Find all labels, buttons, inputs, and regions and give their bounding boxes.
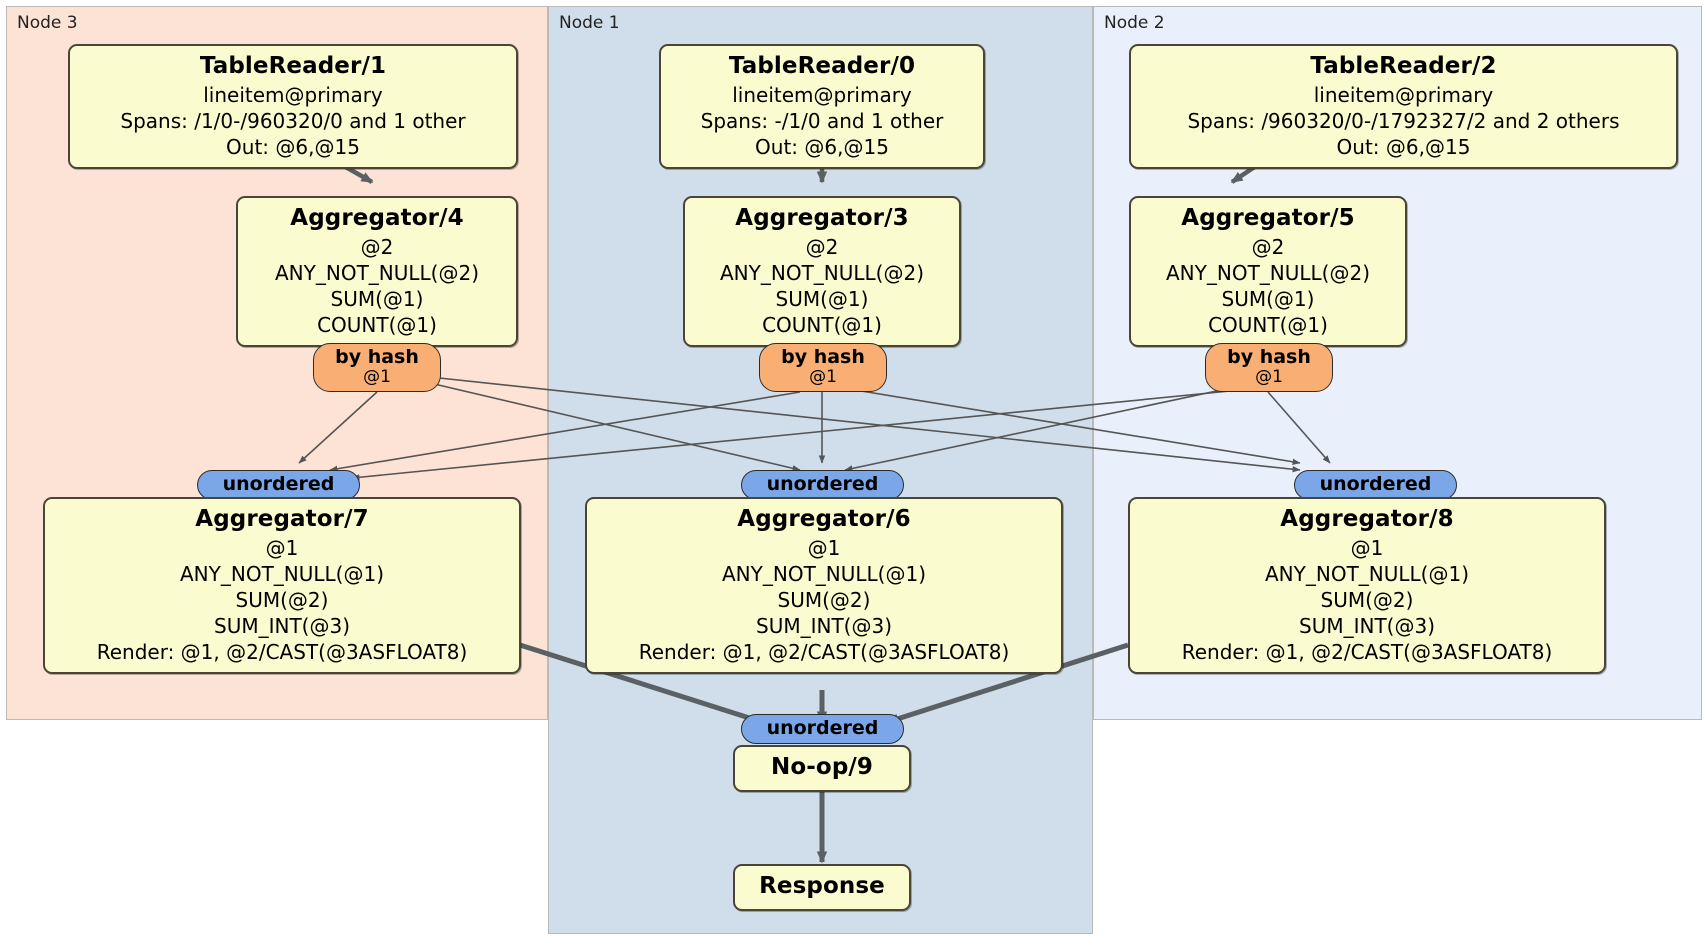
router-by-hash-aggregator-5[interactable]: by hash @1 bbox=[1205, 343, 1333, 393]
processor-line: Spans: /960320/0-/1792327/2 and 2 others bbox=[1187, 108, 1620, 133]
processor-line: Render: @1, @2/CAST(@3ASFLOAT8) bbox=[638, 639, 1010, 664]
router-sublabel: @1 bbox=[809, 367, 837, 388]
processor-title: Aggregator/6 bbox=[737, 506, 911, 532]
processor-line: Out: @6,@15 bbox=[755, 134, 889, 159]
node-panel-label-node3: Node 3 bbox=[17, 13, 78, 33]
router-label: by hash bbox=[335, 346, 419, 368]
processor-line: COUNT(@1) bbox=[317, 312, 437, 337]
processor-line: @1 bbox=[1350, 535, 1384, 560]
synchronizer-unordered-aggregator-8[interactable]: unordered bbox=[1294, 470, 1457, 501]
processor-line: SUM(@1) bbox=[330, 286, 424, 311]
processor-line: @2 bbox=[805, 234, 839, 259]
synchronizer-label: unordered bbox=[766, 717, 879, 739]
processor-line: Spans: -/1/0 and 1 other bbox=[700, 108, 944, 133]
processor-line: SUM(@2) bbox=[777, 587, 871, 612]
router-label: by hash bbox=[1227, 346, 1311, 368]
processor-aggregator-7[interactable]: Aggregator/7 @1 ANY_NOT_NULL(@1) SUM(@2)… bbox=[43, 497, 521, 674]
processor-line: Out: @6,@15 bbox=[1336, 134, 1471, 159]
synchronizer-unordered-aggregator-6[interactable]: unordered bbox=[741, 470, 904, 501]
processor-aggregator-6[interactable]: Aggregator/6 @1 ANY_NOT_NULL(@1) SUM(@2)… bbox=[585, 497, 1063, 674]
synchronizer-label: unordered bbox=[1319, 473, 1432, 495]
processor-aggregator-3[interactable]: Aggregator/3 @2 ANY_NOT_NULL(@2) SUM(@1)… bbox=[683, 196, 961, 347]
synchronizer-unordered-aggregator-7[interactable]: unordered bbox=[197, 470, 360, 501]
processor-line: SUM(@1) bbox=[1221, 286, 1315, 311]
processor-tablereader-0[interactable]: TableReader/0 lineitem@primary Spans: -/… bbox=[659, 44, 985, 169]
processor-line: SUM(@1) bbox=[775, 286, 869, 311]
processor-tablereader-2[interactable]: TableReader/2 lineitem@primary Spans: /9… bbox=[1129, 44, 1678, 169]
processor-line: ANY_NOT_NULL(@1) bbox=[180, 561, 384, 586]
processor-title: Aggregator/7 bbox=[195, 506, 369, 532]
router-by-hash-aggregator-4[interactable]: by hash @1 bbox=[313, 343, 441, 393]
processor-line: ANY_NOT_NULL(@2) bbox=[1166, 260, 1370, 285]
processor-line: @1 bbox=[265, 535, 299, 560]
processor-title: TableReader/1 bbox=[199, 53, 387, 79]
router-sublabel: @1 bbox=[1255, 367, 1283, 388]
processor-line: ANY_NOT_NULL(@2) bbox=[720, 260, 924, 285]
processor-line: Render: @1, @2/CAST(@3ASFLOAT8) bbox=[1181, 639, 1553, 664]
processor-title: No-op/9 bbox=[771, 754, 873, 780]
processor-line: SUM(@2) bbox=[1320, 587, 1414, 612]
processor-line: lineitem@primary bbox=[1313, 82, 1494, 107]
processor-noop-9[interactable]: No-op/9 bbox=[733, 745, 911, 792]
synchronizer-unordered-noop-9[interactable]: unordered bbox=[741, 714, 904, 745]
processor-line: SUM(@2) bbox=[235, 587, 329, 612]
processor-title: TableReader/0 bbox=[728, 53, 916, 79]
processor-line: lineitem@primary bbox=[203, 82, 383, 107]
router-label: by hash bbox=[781, 346, 865, 368]
processor-line: COUNT(@1) bbox=[762, 312, 882, 337]
processor-tablereader-1[interactable]: TableReader/1 lineitem@primary Spans: /1… bbox=[68, 44, 518, 169]
processor-line: SUM_INT(@3) bbox=[756, 613, 892, 638]
processor-line: ANY_NOT_NULL(@1) bbox=[1265, 561, 1469, 586]
processor-line: ANY_NOT_NULL(@1) bbox=[722, 561, 926, 586]
processor-aggregator-4[interactable]: Aggregator/4 @2 ANY_NOT_NULL(@2) SUM(@1)… bbox=[236, 196, 518, 347]
synchronizer-label: unordered bbox=[222, 473, 335, 495]
node-panel-label-node1: Node 1 bbox=[559, 13, 620, 33]
processor-title: Response bbox=[759, 873, 885, 899]
processor-line: COUNT(@1) bbox=[1208, 312, 1328, 337]
processor-line: Render: @1, @2/CAST(@3ASFLOAT8) bbox=[96, 639, 468, 664]
processor-aggregator-8[interactable]: Aggregator/8 @1 ANY_NOT_NULL(@1) SUM(@2)… bbox=[1128, 497, 1606, 674]
processor-response[interactable]: Response bbox=[733, 864, 911, 911]
synchronizer-label: unordered bbox=[766, 473, 879, 495]
processor-aggregator-5[interactable]: Aggregator/5 @2 ANY_NOT_NULL(@2) SUM(@1)… bbox=[1129, 196, 1407, 347]
processor-line: SUM_INT(@3) bbox=[1299, 613, 1435, 638]
node-panel-label-node2: Node 2 bbox=[1104, 13, 1165, 33]
processor-title: Aggregator/4 bbox=[290, 205, 464, 231]
router-sublabel: @1 bbox=[363, 367, 391, 388]
processor-line: Spans: /1/0-/960320/0 and 1 other bbox=[120, 108, 466, 133]
processor-line: @2 bbox=[360, 234, 394, 259]
processor-line: lineitem@primary bbox=[732, 82, 912, 107]
processor-line: SUM_INT(@3) bbox=[214, 613, 350, 638]
processor-line: @2 bbox=[1251, 234, 1285, 259]
processor-title: Aggregator/3 bbox=[735, 205, 909, 231]
processor-title: Aggregator/8 bbox=[1280, 506, 1454, 532]
processor-title: TableReader/2 bbox=[1310, 53, 1497, 79]
processor-title: Aggregator/5 bbox=[1181, 205, 1355, 231]
processor-line: @1 bbox=[807, 535, 841, 560]
processor-line: ANY_NOT_NULL(@2) bbox=[275, 260, 479, 285]
processor-line: Out: @6,@15 bbox=[226, 134, 360, 159]
router-by-hash-aggregator-3[interactable]: by hash @1 bbox=[759, 343, 887, 393]
